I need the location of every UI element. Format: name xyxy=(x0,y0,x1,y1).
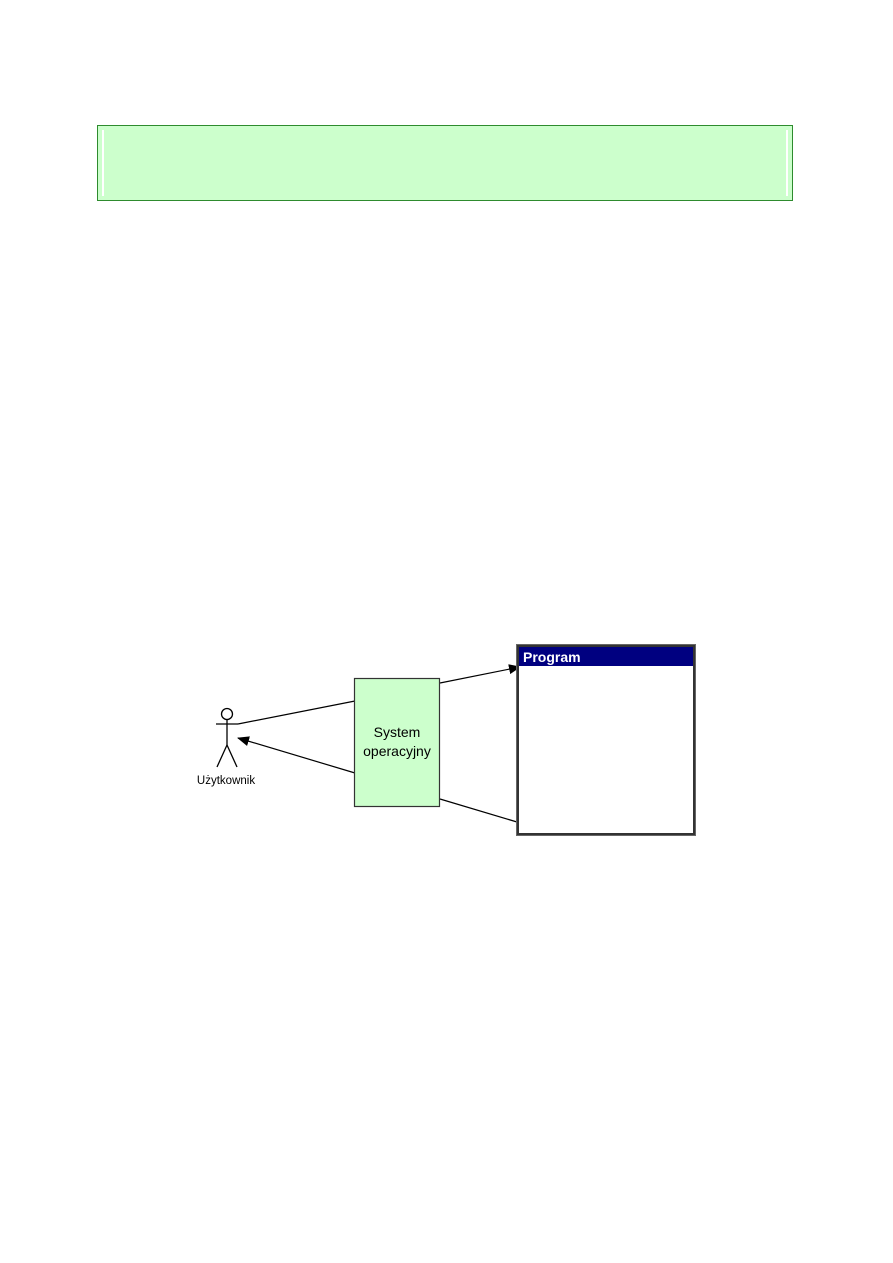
os-box xyxy=(353,677,441,808)
header-banner-inner xyxy=(102,130,788,196)
actor-icon xyxy=(216,707,238,768)
actor-to-os-line xyxy=(237,700,356,725)
os-to-actor-arrow xyxy=(237,736,356,774)
os-box-label-line1: System xyxy=(374,724,421,740)
program-window: Program xyxy=(516,644,696,836)
program-title: Program xyxy=(523,649,581,665)
os-box-label-line2: operacyjny xyxy=(363,743,431,759)
program-to-os-line xyxy=(439,798,518,823)
header-banner xyxy=(97,125,793,201)
program-titlebar xyxy=(519,647,693,666)
os-to-program-arrow xyxy=(439,664,521,684)
actor-label: Użytkownik xyxy=(197,775,255,787)
